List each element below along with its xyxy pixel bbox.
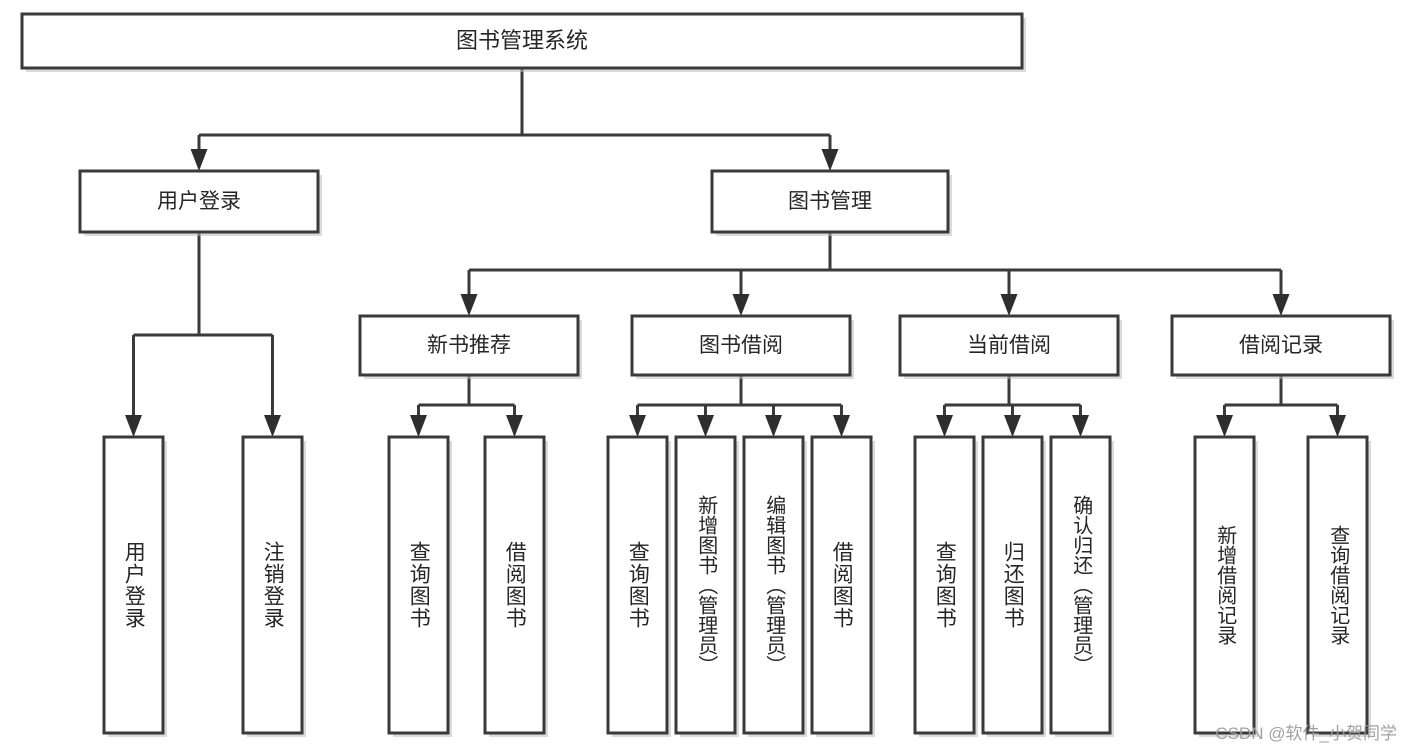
node-box-root[interactable]	[20, 12, 1024, 70]
node-box-add-borrow-record[interactable]	[1193, 435, 1256, 735]
node-box-confirm-return[interactable]	[1049, 435, 1112, 735]
node-box-user-login-do[interactable]	[102, 435, 165, 735]
node-box-query-book-3[interactable]	[913, 435, 976, 735]
node-box-current-borrow[interactable]	[898, 314, 1120, 377]
node-label-book-manage: 图书管理	[788, 190, 872, 213]
node-box-book-manage[interactable]	[710, 169, 950, 234]
node-label-user-login: 用户登录	[157, 190, 241, 213]
node-box-borrow-book-1[interactable]	[483, 435, 546, 735]
node-box-borrow-book-2[interactable]	[810, 435, 873, 735]
node-box-query-book-1[interactable]	[387, 435, 450, 735]
node-box-add-book[interactable]	[674, 435, 737, 735]
node-box-edit-book[interactable]	[742, 435, 805, 735]
node-box-query-borrow-record[interactable]	[1306, 435, 1369, 735]
node-box-user-login[interactable]	[78, 169, 320, 234]
node-label-new-book-recommend: 新书推荐	[427, 334, 511, 357]
node-box-query-book-2[interactable]	[606, 435, 669, 735]
node-box-book-borrow[interactable]	[630, 314, 852, 377]
node-box-return-book[interactable]	[981, 435, 1044, 735]
node-box-borrow-record[interactable]	[1170, 314, 1392, 377]
watermark-text: CSDN @软件_小贺同学	[1215, 724, 1397, 743]
node-label-current-borrow: 当前借阅	[967, 334, 1051, 357]
node-label-root: 图书管理系统	[456, 28, 588, 53]
node-label-book-borrow: 图书借阅	[699, 334, 783, 357]
node-box-layer	[20, 12, 1394, 737]
node-box-new-book-recommend[interactable]	[358, 314, 580, 377]
connector-layer	[125, 68, 1346, 437]
node-label-borrow-record: 借阅记录	[1239, 334, 1323, 357]
node-box-user-logout[interactable]	[241, 435, 304, 735]
